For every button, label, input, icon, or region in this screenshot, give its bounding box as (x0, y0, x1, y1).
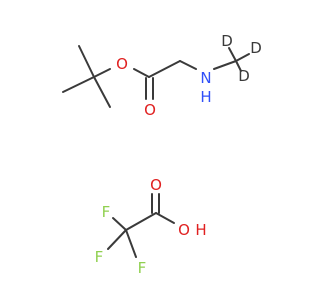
atom-nitrogen: N (200, 69, 211, 87)
bond-cf3-f-left (107, 229, 127, 250)
atom-carbonyl-oxygen: O (144, 101, 156, 119)
atom-acid-carbonyl-oxygen: O (150, 176, 162, 194)
bond-cf3-cooh (125, 212, 157, 231)
atom-hydroxyl-hydrogen: H (195, 221, 206, 239)
atom-nitrogen-hydrogen: H (200, 88, 211, 106)
bond-carbonyl-ch2 (148, 60, 181, 78)
atom-deuterium-3: D (238, 67, 250, 85)
bond-ester-o-carbonyl-c (133, 68, 150, 78)
bond-c-d1 (228, 47, 237, 62)
bond-tbu-c-ch3-top (78, 45, 95, 78)
atom-fluorine-3: F (138, 259, 147, 277)
bond-ch2-n (179, 60, 197, 70)
atom-hydroxyl-oxygen: O (178, 221, 190, 239)
trifluoroacetic-acid-molecule: O O H F F F (95, 176, 207, 277)
bond-c-d3 (235, 60, 242, 72)
bond-cf3-f-top (112, 217, 127, 231)
bond-n-cd3 (213, 60, 237, 70)
atom-fluorine-2: F (95, 248, 104, 266)
tert-butyl-glycinate-molecule: O O N H D D D (62, 32, 262, 119)
bond-tbu-c-ch3-bottom (93, 76, 111, 108)
atom-deuterium-1: D (221, 32, 233, 50)
bond-acid-c-oh (155, 212, 175, 224)
bond-c-d2 (235, 53, 250, 62)
bond-cf3-f-bottom (125, 229, 137, 258)
atom-fluorine-1: F (102, 203, 111, 221)
atom-deuterium-2: D (250, 39, 262, 57)
structure-canvas: O O N H D D D O O H F F F (62, 32, 262, 277)
bond-tbu-c-ch3-left (62, 76, 95, 93)
atom-ester-oxygen: O (116, 55, 128, 73)
bond-tbu-c-ester-o (93, 68, 111, 78)
